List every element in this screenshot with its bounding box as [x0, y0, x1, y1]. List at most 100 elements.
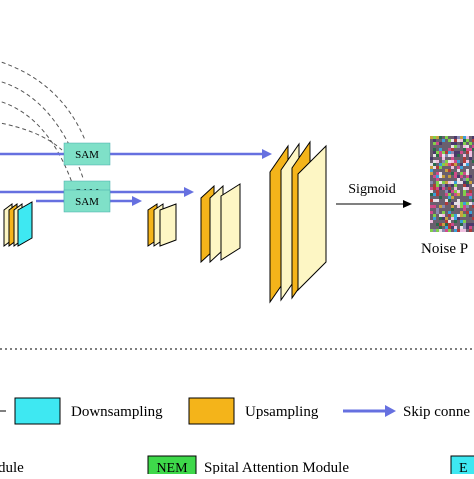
- skip-arrows: [0, 149, 272, 206]
- noise-pixel: [466, 145, 469, 148]
- noise-pixel: [448, 193, 451, 196]
- noise-pixel: [463, 229, 466, 232]
- noise-pixel: [463, 160, 466, 163]
- noise-pixel: [451, 145, 454, 148]
- noise-pixel: [466, 163, 469, 166]
- noise-pixel: [457, 139, 460, 142]
- noise-pixel: [445, 223, 448, 226]
- noise-pixel: [430, 220, 433, 223]
- noise-pixel: [454, 214, 457, 217]
- noise-pixel: [445, 154, 448, 157]
- noise-pixel: [451, 163, 454, 166]
- noise-pixel: [463, 157, 466, 160]
- noise-pixel: [469, 202, 472, 205]
- noise-pixel: [466, 187, 469, 190]
- noise-pixel: [469, 223, 472, 226]
- partial-box-label: E: [459, 461, 468, 474]
- noise-pixel: [460, 202, 463, 205]
- noise-pixel: [442, 211, 445, 214]
- noise-pixel: [451, 172, 454, 175]
- noise-pixel: [463, 187, 466, 190]
- sigmoid-arrow: Sigmoid: [336, 182, 412, 208]
- noise-pixel: [439, 163, 442, 166]
- noise-pixel: [436, 142, 439, 145]
- noise-pixel: [466, 175, 469, 178]
- noise-pixel: [433, 163, 436, 166]
- noise-pixel: [436, 190, 439, 193]
- noise-pixel: [472, 148, 474, 151]
- noise-pixel: [463, 205, 466, 208]
- noise-pixel: [472, 205, 474, 208]
- noise-pixel: [469, 154, 472, 157]
- downsampling-label: Downsampling: [71, 404, 163, 420]
- upsampling-block-large: [269, 140, 327, 304]
- noise-pixel: [457, 136, 460, 139]
- noise-pixel: [454, 193, 457, 196]
- noise-pixel: [448, 226, 451, 229]
- noise-pixel: [466, 226, 469, 229]
- noise-pixel: [460, 166, 463, 169]
- noise-pixel: [451, 184, 454, 187]
- skip-arrow-head: [385, 405, 396, 417]
- noise-pixel: [448, 229, 451, 232]
- noise-pixel: [469, 190, 472, 193]
- noise-pixel: [442, 205, 445, 208]
- noise-pixel: [466, 136, 469, 139]
- noise-pixel: [457, 151, 460, 154]
- noise-pixel: [469, 157, 472, 160]
- noise-pixel: [439, 142, 442, 145]
- noise-pixel: [454, 217, 457, 220]
- noise-pixel: [469, 196, 472, 199]
- noise-pixel: [472, 136, 474, 139]
- noise-pixel: [463, 148, 466, 151]
- noise-pixel: [448, 211, 451, 214]
- noise-pixel: [466, 160, 469, 163]
- nem-badge-label: NEM: [156, 461, 188, 474]
- noise-pixel: [469, 142, 472, 145]
- noise-pixel: [454, 154, 457, 157]
- noise-pixel: [430, 163, 433, 166]
- noise-pixel: [454, 136, 457, 139]
- noise-pixel: [433, 154, 436, 157]
- noise-pixel: [439, 136, 442, 139]
- noise-pixel: [463, 193, 466, 196]
- noise-pixel: [472, 217, 474, 220]
- noise-pixel: [460, 223, 463, 226]
- noise-pixel: [439, 205, 442, 208]
- noise-pixel: [454, 184, 457, 187]
- noise-pixel: [460, 172, 463, 175]
- noise-pixel: [463, 154, 466, 157]
- noise-pixel: [469, 193, 472, 196]
- noise-pixel: [463, 172, 466, 175]
- noise-pixel: [463, 178, 466, 181]
- noise-pixel: [445, 151, 448, 154]
- noise-pixel: [463, 139, 466, 142]
- noise-pixel: [451, 202, 454, 205]
- noise-pixel: [436, 211, 439, 214]
- noise-pixel: [445, 220, 448, 223]
- skip-label: Skip conne: [403, 404, 470, 420]
- noise-pixel: [433, 205, 436, 208]
- noise-pixel: [451, 190, 454, 193]
- noise-pixel: [460, 181, 463, 184]
- noise-pixel: [469, 226, 472, 229]
- legend-row-1: Downsampling Upsampling Skip conne: [0, 397, 470, 425]
- noise-pixel: [454, 190, 457, 193]
- noise-pixel: [439, 181, 442, 184]
- upsampling-label: Upsampling: [245, 404, 319, 420]
- noise-pixel: [472, 184, 474, 187]
- noise-pixel: [454, 181, 457, 184]
- noise-pixel: [466, 139, 469, 142]
- noise-pixel: [439, 229, 442, 232]
- sigmoid-label: Sigmoid: [348, 182, 395, 197]
- noise-pixel: [430, 190, 433, 193]
- noise-pixel: [436, 136, 439, 139]
- noise-pixel: [433, 229, 436, 232]
- noise-pixel: [472, 139, 474, 142]
- noise-pixel: [469, 229, 472, 232]
- noise-pixel: [436, 166, 439, 169]
- noise-pixel: [457, 166, 460, 169]
- noise-pixel: [448, 148, 451, 151]
- noise-pixel: [439, 175, 442, 178]
- noise-pixel: [445, 202, 448, 205]
